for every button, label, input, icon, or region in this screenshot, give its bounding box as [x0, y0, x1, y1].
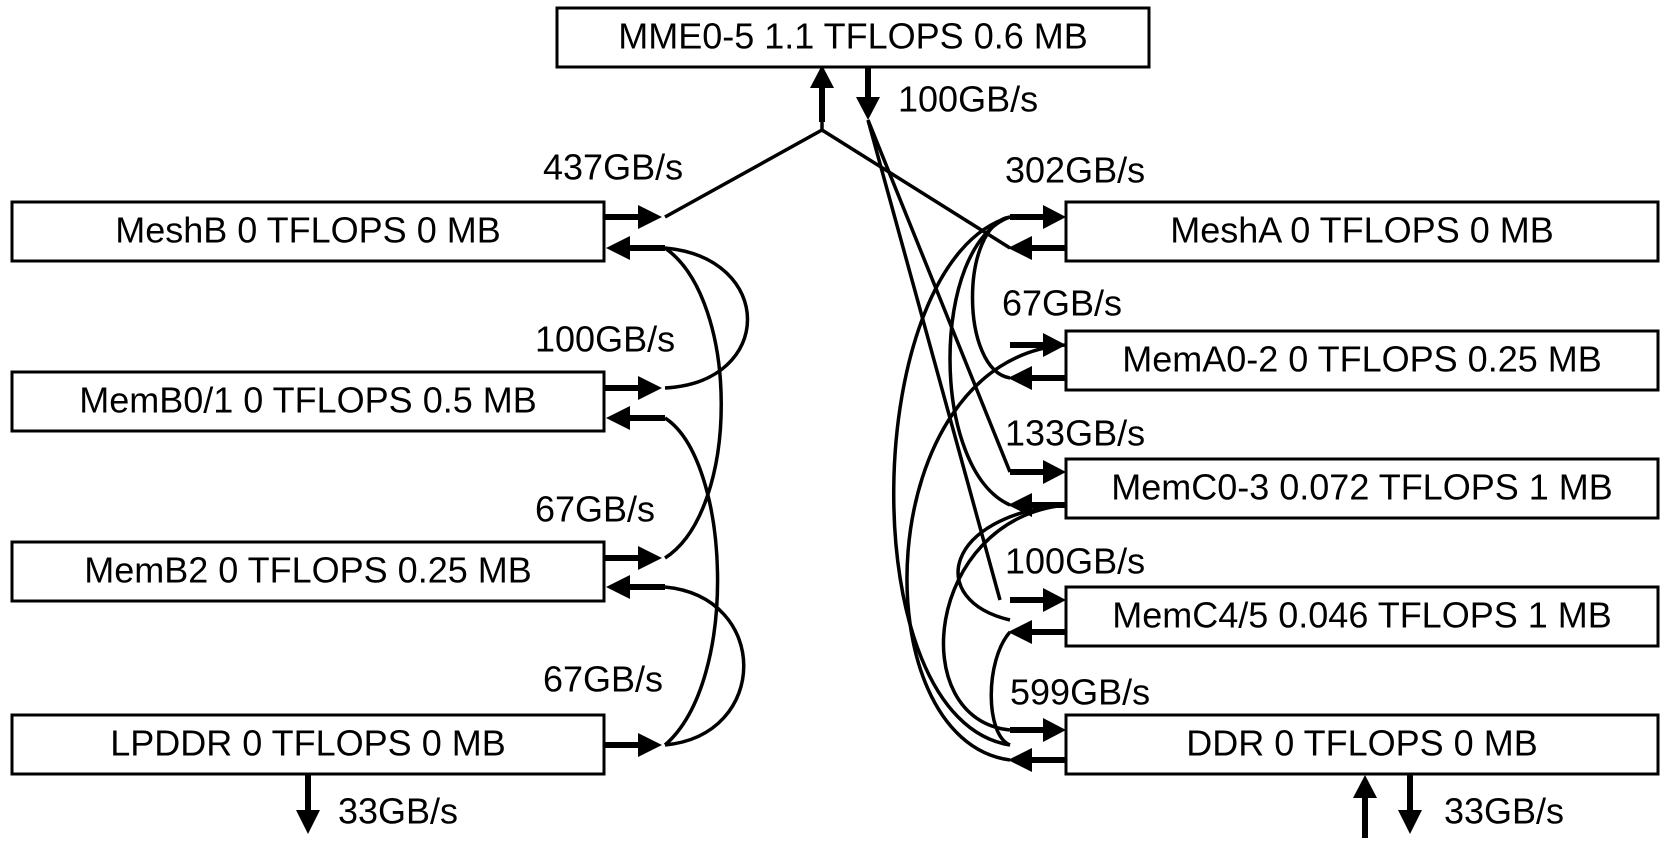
arrow-ddr-out [1008, 748, 1066, 772]
arrow-mesha-in [1010, 205, 1066, 229]
node-meshb-label: MeshB 0 TFLOPS 0 MB [115, 210, 500, 251]
node-mme-label: MME0-5 1.1 TFLOPS 0.6 MB [618, 16, 1088, 57]
arrow-lpddr-down [296, 775, 320, 834]
arrow-memb2-in [606, 575, 665, 599]
node-memc03-label: MemC0-3 0.072 TFLOPS 1 MB [1111, 467, 1613, 508]
node-memc45: MemC4/5 0.046 TFLOPS 1 MB [1064, 585, 1660, 648]
wire-memb2-lpddr [664, 585, 746, 747]
arrow-memc45-in [1010, 588, 1066, 612]
arrow-meshb-out [605, 205, 662, 229]
arrow-memb2-out [605, 546, 662, 570]
wire-mesha-ddr [892, 215, 1011, 747]
node-memb2: MemB2 0 TFLOPS 0.25 MB [10, 540, 606, 603]
bw-ddr: 599GB/s [1010, 672, 1150, 713]
bw-meshb: 437GB/s [543, 147, 683, 188]
connection-wires [663, 119, 1066, 762]
node-ddr-label: DDR 0 TFLOPS 0 MB [1186, 723, 1537, 764]
arrow-memc03-out [1008, 493, 1066, 517]
arrow-ddr-in [1010, 718, 1066, 742]
node-mme: MME0-5 1.1 TFLOPS 0.6 MB [555, 6, 1151, 69]
wire-mme-to-memc03 [866, 119, 1012, 473]
wire-mme-fork [664, 120, 1011, 250]
wire-meshb-memb01 [664, 246, 750, 390]
wire-mema02-ddr [905, 343, 1066, 762]
bandwidth-labels: 100GB/s 437GB/s 100GB/s 67GB/s 67GB/s 33… [338, 79, 1564, 832]
arrow-lpddr-out [605, 733, 662, 757]
bw-memb01: 100GB/s [535, 319, 675, 360]
arrows [296, 65, 1422, 838]
wire-memb01-lpddr [663, 416, 720, 747]
arrow-ddr-up [1353, 775, 1377, 838]
bw-memc03: 133GB/s [1005, 413, 1145, 454]
bw-mesha: 302GB/s [1005, 150, 1145, 191]
node-memc45-label: MemC4/5 0.046 TFLOPS 1 MB [1112, 595, 1612, 636]
bw-mme: 100GB/s [898, 79, 1038, 120]
node-lpddr-label: LPDDR 0 TFLOPS 0 MB [110, 723, 505, 764]
node-ddr: DDR 0 TFLOPS 0 MB [1064, 713, 1660, 776]
bw-lpddr-ext: 33GB/s [338, 791, 458, 832]
wire-meshb-memb2 [664, 246, 723, 560]
arrow-memc45-out [1008, 620, 1066, 644]
node-lpddr: LPDDR 0 TFLOPS 0 MB [10, 713, 606, 776]
wire-mme-to-memc45 [866, 119, 1002, 601]
node-mema02-label: MemA0-2 0 TFLOPS 0.25 MB [1122, 339, 1602, 380]
arrow-memb01-out [605, 376, 662, 400]
node-memb01: MemB0/1 0 TFLOPS 0.5 MB [10, 370, 606, 433]
bw-mema02: 67GB/s [1002, 283, 1122, 324]
arrow-meshb-in [606, 236, 665, 260]
node-meshb: MeshB 0 TFLOPS 0 MB [10, 200, 606, 263]
arrow-mema02-in [1010, 333, 1066, 357]
arrow-mesha-out [1008, 236, 1066, 260]
node-memc03: MemC0-3 0.072 TFLOPS 1 MB [1064, 457, 1660, 520]
bw-memb2: 67GB/s [535, 489, 655, 530]
bw-lpddr: 67GB/s [543, 659, 663, 700]
arrow-mema02-out [1008, 366, 1066, 390]
node-memb2-label: MemB2 0 TFLOPS 0.25 MB [84, 550, 532, 591]
node-mesha-label: MeshA 0 TFLOPS 0 MB [1170, 210, 1553, 251]
wire-mesha-memc03 [948, 215, 1011, 507]
node-mesha: MeshA 0 TFLOPS 0 MB [1064, 200, 1660, 263]
arrow-memc03-in [1010, 460, 1066, 484]
arrow-mme-up [810, 65, 834, 122]
wire-memc03-ddr [941, 503, 1066, 732]
arrow-memb01-in [606, 406, 665, 430]
bw-memc45: 100GB/s [1005, 541, 1145, 582]
wire-memc45-ddr [989, 630, 1012, 747]
bw-ddr-ext: 33GB/s [1444, 791, 1564, 832]
node-mema02: MemA0-2 0 TFLOPS 0.25 MB [1064, 329, 1660, 392]
arrow-ddr-down [1398, 775, 1422, 834]
arrow-mme-down [856, 65, 880, 120]
node-memb01-label: MemB0/1 0 TFLOPS 0.5 MB [79, 380, 537, 421]
